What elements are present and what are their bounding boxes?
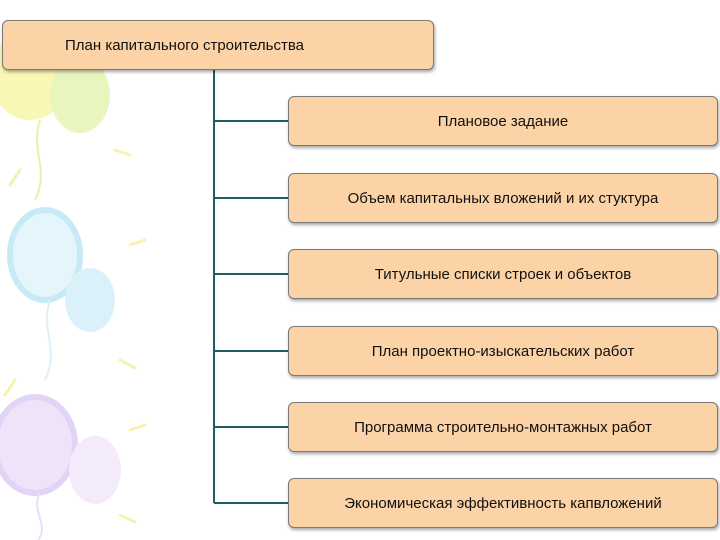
green-balloon bbox=[50, 57, 110, 133]
child-node-label: Титульные списки строек и объектов bbox=[374, 265, 632, 283]
child-node-planned-task: Плановое задание bbox=[288, 96, 718, 146]
child-node-label: Плановое задание bbox=[437, 112, 569, 130]
child-node-label: План проектно-изыскательских работ bbox=[371, 342, 635, 360]
child-node-construction-program: Программа строительно-монтажных работ bbox=[288, 402, 718, 452]
cyan-balloon bbox=[7, 207, 83, 303]
lilac-balloon bbox=[69, 436, 121, 504]
blue-balloon bbox=[65, 268, 115, 332]
child-node-label: Программа строительно-монтажных работ bbox=[354, 418, 652, 436]
balloon-string bbox=[36, 492, 43, 540]
child-node-economic-efficiency: Экономическая эффективность капвложений bbox=[288, 478, 718, 528]
root-node-label: План капитального строительства bbox=[65, 36, 305, 54]
child-node-title-lists: Титульные списки строек и объектов bbox=[288, 249, 718, 299]
child-node-design-survey: План проектно-изыскательских работ bbox=[288, 326, 718, 376]
sparkles bbox=[3, 50, 147, 524]
purple-balloon bbox=[0, 394, 78, 496]
root-node: План капитального строительства bbox=[2, 20, 434, 70]
child-node-label: Объем капитальных вложений и их стуктура bbox=[347, 189, 659, 207]
child-node-capital-investment: Объем капитальных вложений и их стуктура bbox=[288, 173, 718, 223]
child-node-label: Экономическая эффективность капвложений bbox=[344, 494, 662, 512]
balloon-string bbox=[34, 119, 42, 201]
balloon-string bbox=[44, 299, 52, 381]
